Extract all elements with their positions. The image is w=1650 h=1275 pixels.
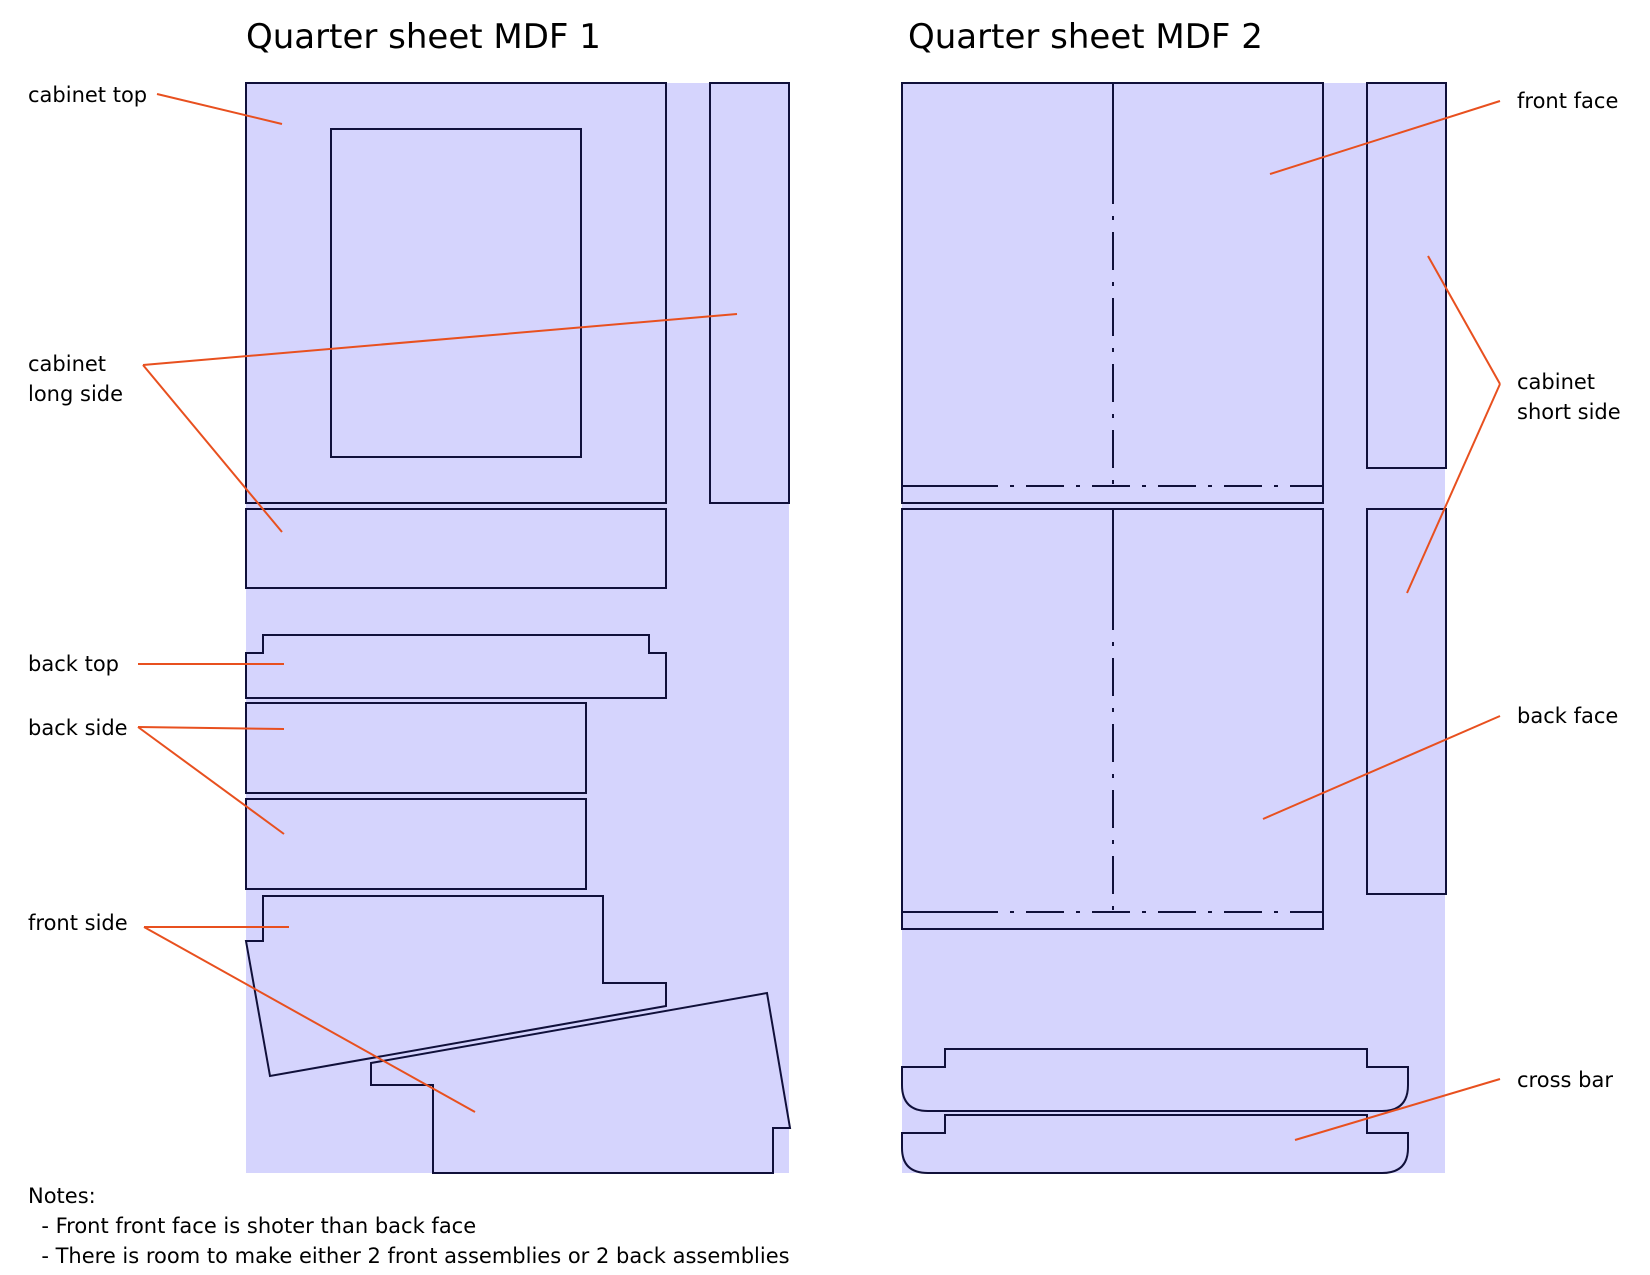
label-back-top: back top <box>28 652 119 676</box>
cabinet-top-cutout <box>330 128 582 458</box>
front-side-part-2 <box>370 991 792 1174</box>
sheet2-background <box>902 83 1445 1173</box>
leader-cabinet-short-side-a <box>1427 255 1501 385</box>
sheet1-parts <box>244 82 792 1174</box>
label-back-face: back face <box>1517 704 1618 728</box>
notes-heading: Notes: <box>28 1184 96 1208</box>
note-item-2: - There is room to make either 2 front a… <box>28 1244 790 1268</box>
front-side-part-1 <box>244 895 667 1078</box>
label-cabinet-top: cabinet top <box>28 83 147 107</box>
cross-bar-part-1 <box>901 1048 1409 1112</box>
leader-cabinet-top <box>156 93 283 125</box>
back-top-part <box>245 634 667 699</box>
leader-lines <box>137 93 1501 1141</box>
cabinet-short-side-part-1 <box>1366 82 1447 469</box>
label-cross-bar: cross bar <box>1517 1068 1613 1092</box>
leader-front-side-b <box>143 926 476 1113</box>
leader-cross-bar <box>1294 1078 1501 1141</box>
leader-cabinet-short-side-b <box>1406 383 1501 594</box>
sheet1-title: Quarter sheet MDF 1 <box>246 17 601 57</box>
sheet2-parts <box>901 82 1447 1174</box>
back-side-part-1 <box>245 702 587 794</box>
label-cabinet-long-side-line2: long side <box>28 382 123 406</box>
leader-back-side-b <box>137 726 285 835</box>
cabinet-long-side-part-horizontal <box>245 508 667 589</box>
note-item-1: - Front front face is shoter than back f… <box>28 1214 476 1238</box>
cabinet-short-side-part-2 <box>1366 508 1447 895</box>
leader-back-side-a <box>137 726 285 730</box>
label-front-face: front face <box>1517 89 1618 113</box>
cabinet-long-side-part-vertical <box>709 82 790 504</box>
cross-bar-part-2 <box>901 1114 1409 1174</box>
leader-cabinet-long-side-b <box>142 364 283 533</box>
sheet2-title: Quarter sheet MDF 2 <box>908 17 1263 57</box>
sheet1-background <box>246 83 789 1173</box>
label-front-side: front side <box>28 911 128 935</box>
label-cabinet-short-side-line1: cabinet <box>1517 370 1595 394</box>
label-back-side: back side <box>28 716 128 740</box>
back-side-part-2 <box>245 798 587 890</box>
cabinet-top-part <box>245 82 667 504</box>
leader-front-face <box>1269 100 1501 175</box>
label-cabinet-short-side-line2: short side <box>1517 400 1621 424</box>
leader-back-face <box>1262 715 1501 820</box>
label-cabinet-long-side-line1: cabinet <box>28 352 106 376</box>
leader-cabinet-long-side-a <box>142 313 738 366</box>
